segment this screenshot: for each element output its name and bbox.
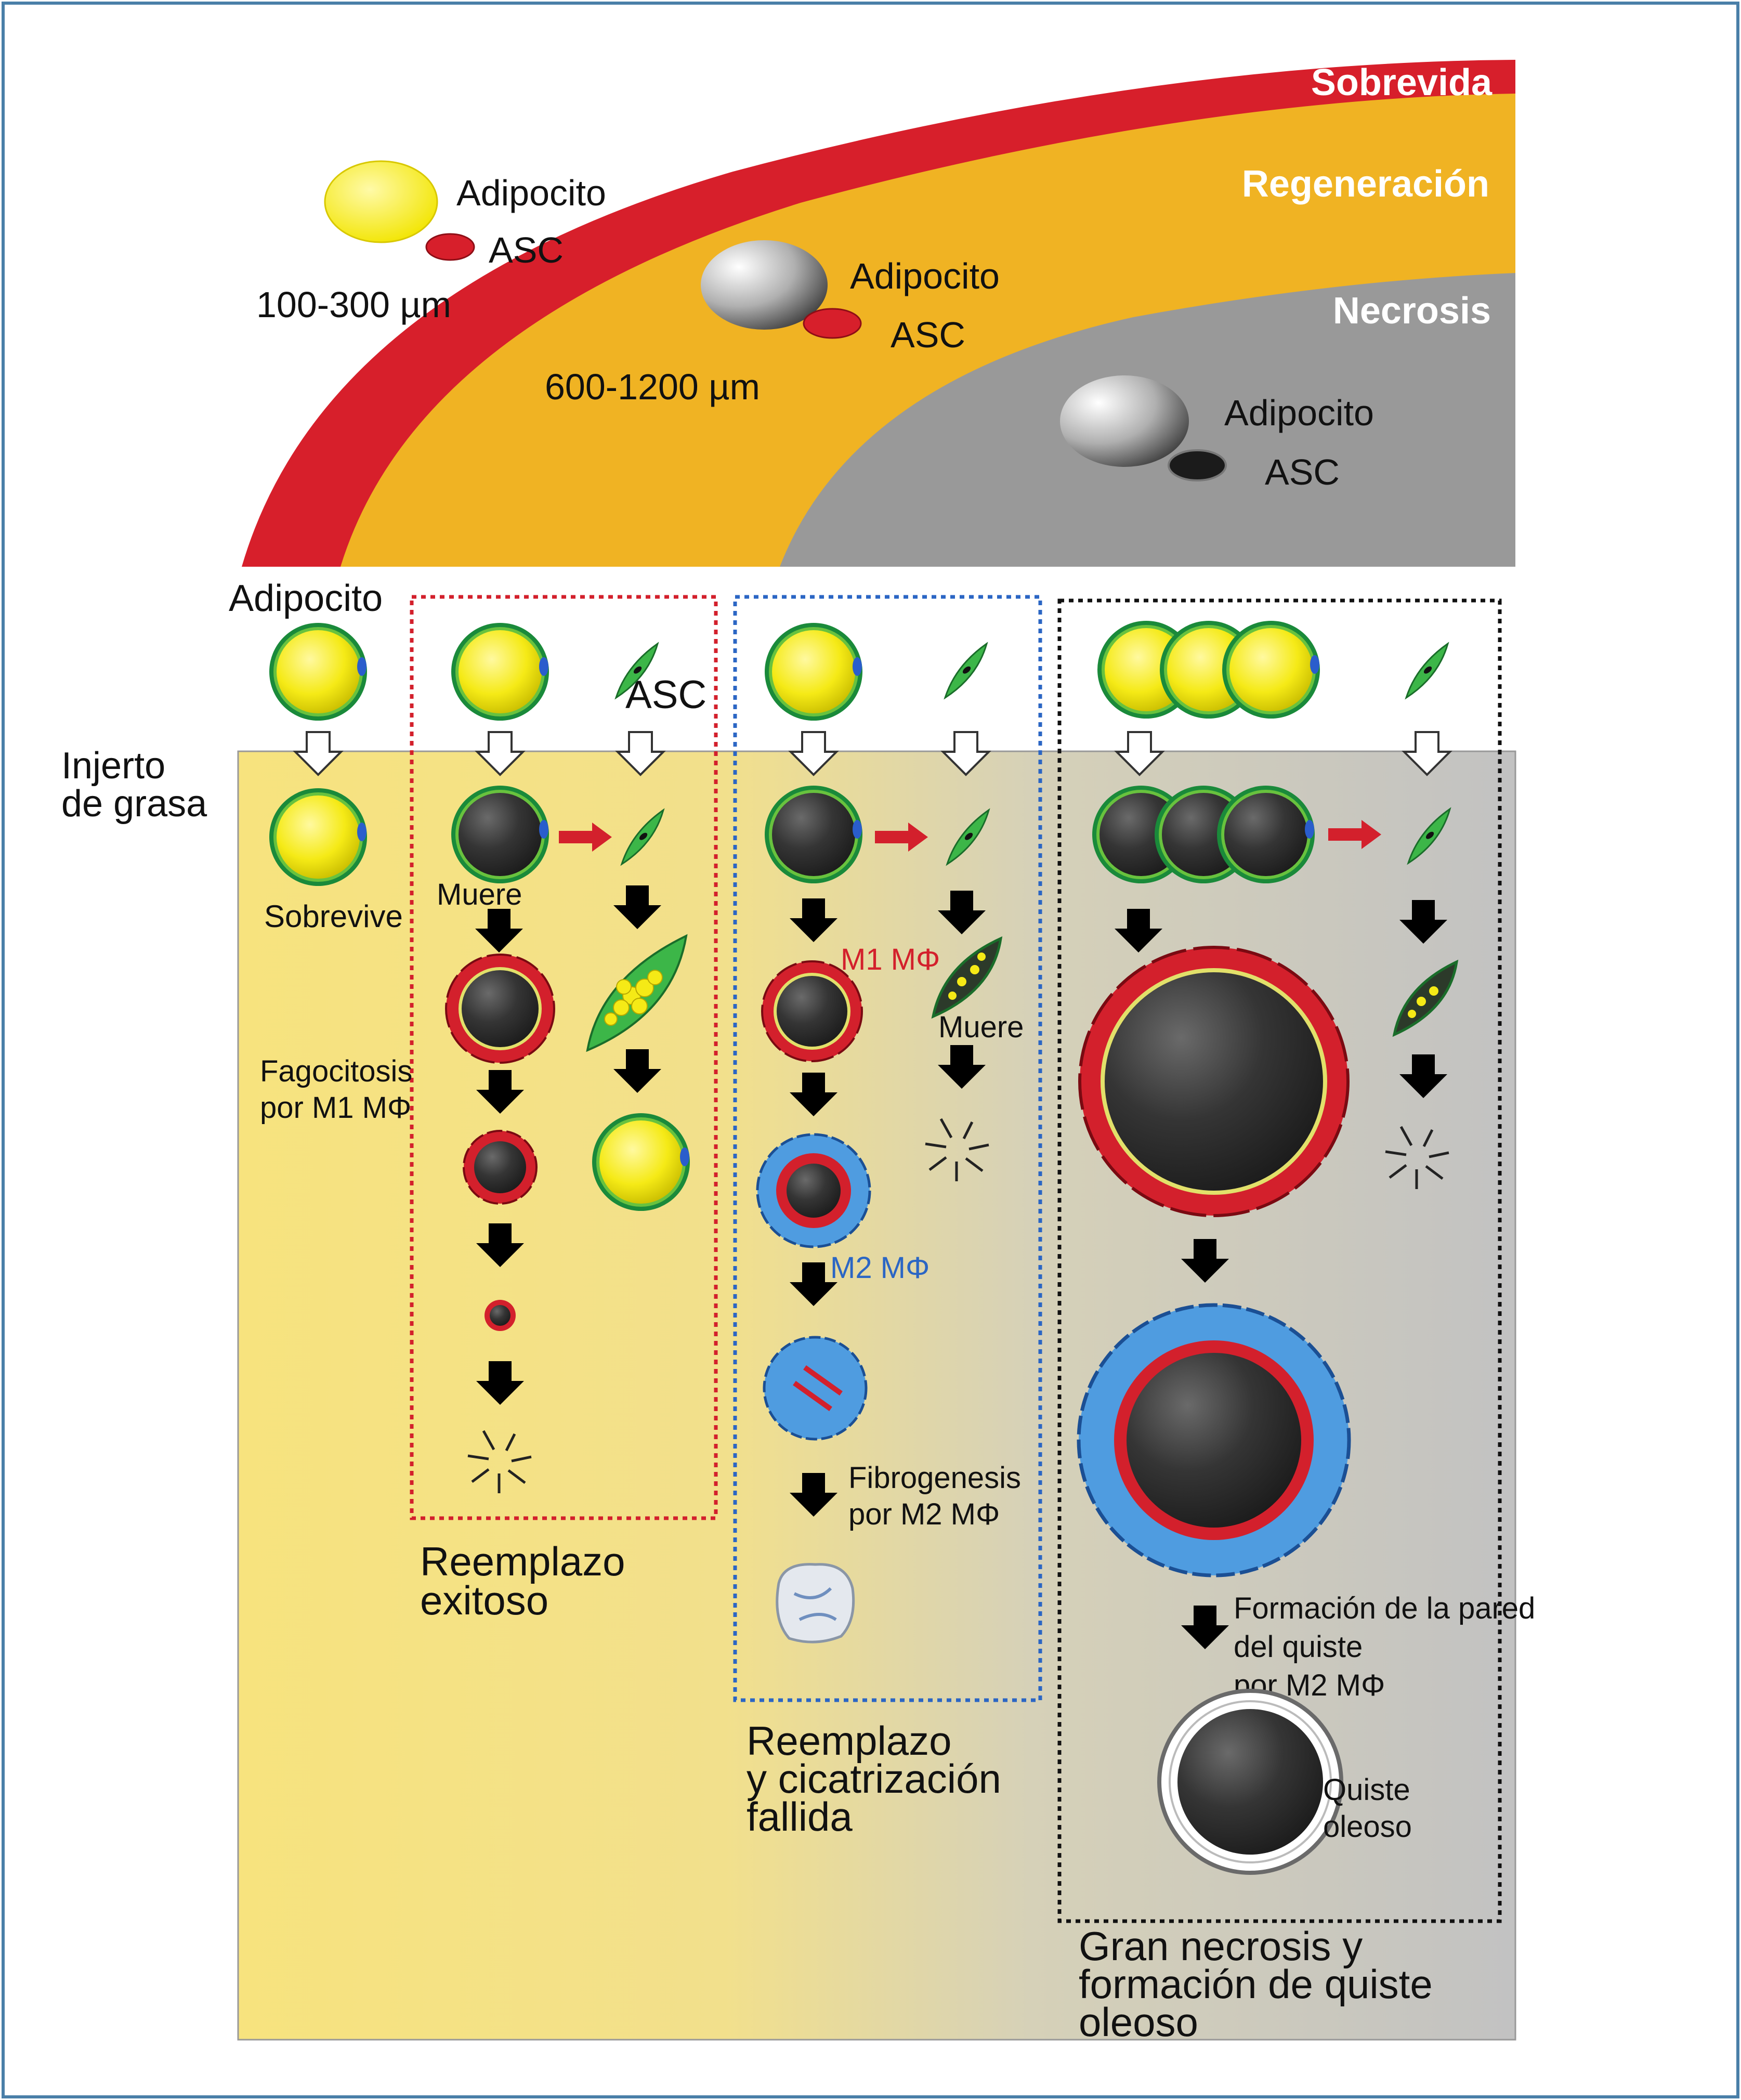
col3-fibrotic-cell-icon: [763, 1336, 868, 1441]
col1-survives-label: Sobrevive: [264, 899, 403, 934]
col4-cyst-line1: Quiste: [1323, 1773, 1410, 1807]
survival-asc-label: ASC: [489, 230, 564, 270]
graft-label-line2: de grasa: [61, 783, 207, 825]
necrosis-adipocyte-label: Adipocito: [1224, 393, 1374, 433]
col3-dying-asc-icon: [931, 936, 1003, 1019]
adipocyte-row-label: Adipocito: [229, 578, 383, 619]
asc-row-label: ASC: [625, 673, 706, 717]
regen-size-label: 600-1200 µm: [545, 367, 760, 407]
necrosis-asc-label: ASC: [1265, 452, 1340, 492]
zone-necrosis-label: Necrosis: [1333, 290, 1491, 332]
col2-shrinking-cell-icon: [463, 1130, 538, 1205]
col4-large-necrotic-cell-icon: [1078, 946, 1350, 1217]
necrosis-adipocyte-cell: [1060, 375, 1189, 467]
col2-m1-surrounded-cell-icon: [445, 954, 555, 1064]
col4-dying-asc-icon: [1392, 959, 1459, 1037]
col4-caption-line2: formación de quiste: [1079, 1961, 1433, 2007]
col2-phago-line2: por M1 MΦ: [260, 1091, 411, 1125]
regen-asc-cell: [803, 308, 862, 339]
col1-survived-adipocyte-icon: [269, 788, 367, 886]
col3-scar-icon: [776, 1563, 855, 1644]
survival-size-label: 100-300 µm: [256, 284, 451, 325]
col2-caption-line2: exitoso: [420, 1577, 548, 1623]
survival-adipocyte-label: Adipocito: [456, 173, 606, 213]
col3-m2-label: M2 MΦ: [830, 1251, 930, 1285]
col4-wall-line2: del quiste: [1234, 1630, 1363, 1664]
col2-differentiating-asc-icon: [586, 934, 688, 1052]
col3-m2-surrounded-cell-icon: [756, 1133, 871, 1248]
col4-cyst-line2: oleoso: [1323, 1810, 1412, 1844]
regen-adipocyte-label: Adipocito: [850, 256, 1000, 296]
graft-label-line1: Injerto: [61, 745, 165, 787]
col4-cyst-wall-forming-icon: [1077, 1303, 1351, 1577]
zone-regeneration-label: Regeneración: [1242, 163, 1489, 205]
zone-survival-label: Sobrevida: [1311, 62, 1493, 103]
col3-m1-surrounded-cell-icon: [761, 960, 863, 1062]
col3-caption-line3: fallida: [747, 1794, 853, 1840]
col3-dead-adipocyte-icon: [765, 786, 862, 883]
col3-fibro-line1: Fibrogenesis: [848, 1461, 1021, 1495]
col2-small-remnant-icon: [485, 1300, 516, 1331]
regen-adipocyte-cell: [701, 240, 828, 330]
col3-m1-label: M1 MΦ: [841, 943, 940, 976]
col4-dead-adipocyte-icon-3: [1217, 786, 1315, 883]
col3-adipocyte-icon: [765, 623, 862, 721]
frame-failed-replacement: [733, 595, 1042, 1702]
col2-phago-line1: Fagocitosis: [260, 1054, 412, 1088]
necrosis-asc-cell: [1168, 449, 1227, 481]
col4-wall-line1: Formación de la pared: [1234, 1592, 1535, 1625]
col2-caption-line1: Reemplazo: [420, 1538, 625, 1584]
col4-caption-line3: oleoso: [1079, 1999, 1198, 2045]
col2-dies-label: Muere: [437, 878, 522, 911]
col3-caption-line2: y cicatrización: [747, 1756, 1001, 1802]
col4-caption-line1: Gran necrosis y: [1079, 1923, 1363, 1969]
col4-adipocyte-icon-3: [1222, 621, 1320, 719]
col4-oil-cyst-icon: [1157, 1689, 1343, 1875]
col2-adipocyte-icon: [451, 623, 549, 721]
col1-adipocyte-icon: [269, 623, 367, 721]
zone-arc: [242, 60, 1515, 567]
regen-asc-label: ASC: [891, 315, 965, 355]
col3-caption-line1: Reemplazo: [747, 1718, 952, 1764]
survival-adipocyte-cell: [324, 160, 438, 243]
col3-dies-label: Muere: [938, 1010, 1024, 1044]
col3-fibro-line2: por M2 MΦ: [848, 1497, 1000, 1531]
frame-successful-replacement: [410, 595, 718, 1520]
survival-asc-cell: [425, 233, 475, 261]
col2-new-adipocyte-icon: [592, 1113, 690, 1211]
col2-dead-adipocyte-icon: [451, 786, 549, 883]
